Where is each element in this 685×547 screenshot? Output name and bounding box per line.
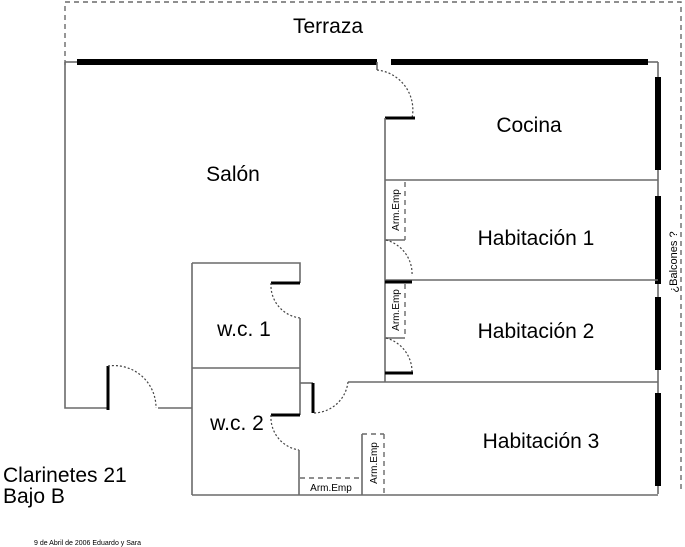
room-label-wc2: w.c. 2	[209, 412, 264, 435]
door-swing	[270, 282, 301, 319]
room-label-terraza: Terraza	[293, 15, 363, 38]
door-swing	[270, 414, 300, 451]
wall-wc1	[192, 262, 301, 283]
room-label-wc1: w.c. 1	[216, 318, 271, 341]
room-label-habitacion-2: Habitación 2	[478, 320, 595, 343]
address-line2: Bajo B	[3, 485, 65, 508]
address-line1: Clarinetes 21	[3, 464, 127, 487]
door-swing	[107, 364, 157, 409]
door-swing	[312, 381, 349, 414]
footer-date-authors: 9 de Abril de 2006 Eduardo y Sara	[34, 540, 141, 547]
closet-label-hab2: Arm.Emp	[391, 289, 402, 331]
room-label-habitacion-1: Habitación 1	[478, 227, 595, 250]
room-label-cocina: Cocina	[496, 114, 562, 137]
wall-salon-left	[64, 62, 108, 409]
door-swing	[376, 69, 414, 119]
door-swing	[385, 337, 413, 374]
closet-label-hab3-horizontal: Arm.Emp	[310, 483, 352, 494]
closet-label-hab3-vertical: Arm.Emp	[369, 442, 380, 484]
door-swing	[385, 239, 413, 277]
room-label-habitacion-3: Habitación 3	[483, 430, 600, 453]
balcones-note: ¿Balcones ?	[668, 231, 680, 292]
closet-label-hab1: Arm.Emp	[391, 189, 402, 231]
room-label-salon: Salón	[206, 163, 260, 186]
terrace-outline	[64, 1, 682, 490]
